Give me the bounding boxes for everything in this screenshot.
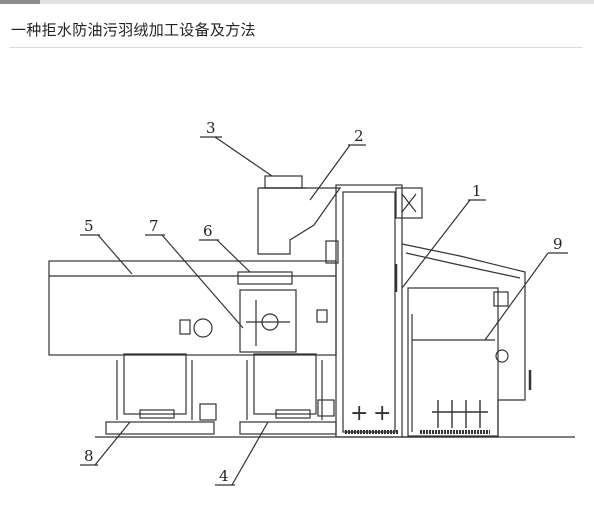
callout-7: 7 <box>149 217 159 235</box>
svg-text:+: + <box>373 401 391 426</box>
tank-left <box>123 353 187 415</box>
callout-4: 4 <box>219 467 229 485</box>
callout-1: 1 <box>472 182 482 200</box>
box-7 <box>239 289 297 353</box>
top-bar-tab-indicator <box>0 0 40 4</box>
callout-3: 3 <box>206 119 216 137</box>
right-housing <box>401 243 526 438</box>
callout-6: 6 <box>203 222 213 240</box>
title-divider <box>9 47 583 48</box>
tank-middle <box>253 353 317 415</box>
page-title: 一种拒水防油污羽绒加工设备及方法 <box>11 21 256 39</box>
box-6 <box>237 271 293 285</box>
top-bar <box>0 0 594 4</box>
equipment-drawing: + + <box>48 119 575 486</box>
hopper-2 <box>257 187 342 255</box>
callout-8: 8 <box>84 447 94 465</box>
callout-5: 5 <box>84 217 94 235</box>
central-column <box>335 184 403 438</box>
svg-text:+: + <box>350 401 368 426</box>
drying-chamber <box>48 260 337 356</box>
callout-2: 2 <box>354 127 364 145</box>
motor-3 <box>264 175 303 189</box>
callout-9: 9 <box>553 235 563 253</box>
patent-figure: + + <box>0 60 594 510</box>
